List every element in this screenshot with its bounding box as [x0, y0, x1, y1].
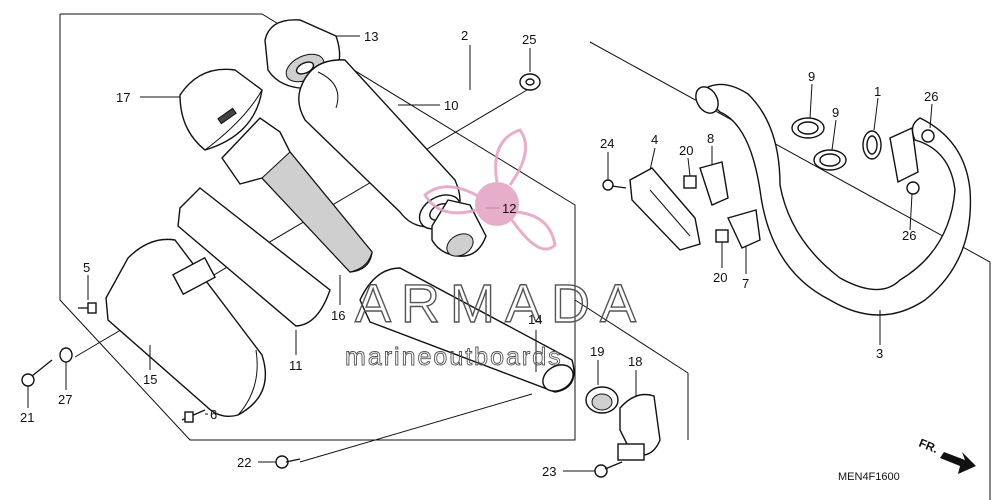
bolt-6: [181, 409, 206, 423]
heat-shield-part: [629, 167, 701, 251]
part-label-12: 12: [502, 201, 516, 216]
perforated-pipe-part: [221, 117, 373, 273]
part-label-6: 6: [210, 407, 217, 422]
part-label-17: 17: [116, 90, 130, 105]
part-label-19: 19: [590, 344, 604, 359]
leader-lines: [27, 35, 933, 472]
joint-pipe-part: [359, 267, 575, 393]
outer-shell-part: [105, 238, 267, 418]
part-label-11: 11: [289, 358, 303, 373]
front-arrow-icon: [940, 452, 976, 474]
part-label-20a: 20: [679, 143, 693, 158]
gasket-part: [585, 386, 619, 414]
bolt-24: [602, 179, 627, 191]
part-label-13: 13: [364, 29, 378, 44]
part-label-18: 18: [628, 354, 642, 369]
part-label-25: 25: [522, 32, 536, 47]
gasket-1: [862, 130, 882, 160]
part-label-23: 23: [542, 464, 556, 479]
part-label-26b: 26: [902, 228, 916, 243]
logo-center: [475, 182, 519, 226]
part-labels: 17 13 2 10 12 25 5 15 11 16 6 27 21 22 1…: [20, 28, 938, 479]
part-label-27: 27: [58, 392, 72, 407]
watermark-title: ARMADA: [355, 274, 646, 334]
part-label-24: 24: [600, 136, 614, 151]
logo-blade-right: [510, 210, 557, 251]
clamp-part: [617, 393, 661, 461]
part-label-14: 14: [528, 312, 542, 327]
part-label-8: 8: [707, 131, 714, 146]
part-label-3: 3: [876, 346, 883, 361]
part-label-9a: 9: [808, 69, 815, 84]
bracket-7: [727, 209, 761, 249]
end-cap-part: [179, 68, 263, 151]
bolt-22: [275, 455, 301, 469]
part-label-4: 4: [651, 132, 658, 147]
part-label-20b: 20: [713, 270, 727, 285]
clamp-9a: [791, 117, 825, 139]
part-label-7: 7: [742, 276, 749, 291]
part-label-2: 2: [461, 28, 468, 43]
exhaust-pipe-part: [695, 83, 972, 316]
muffler-assembly-outline: [59, 13, 689, 441]
washer-27: [59, 347, 73, 363]
watermark-subtitle: marineoutboards: [345, 343, 563, 371]
washer-25: [519, 73, 541, 91]
diagram-code: MEN4F1600: [838, 471, 900, 483]
part-label-16: 16: [331, 308, 345, 323]
part-label-15: 15: [143, 372, 157, 387]
watermark-logo: [423, 128, 557, 251]
packing-part: [177, 187, 331, 327]
part-label-5: 5: [83, 260, 90, 275]
clamp-9b: [813, 149, 847, 171]
nut-26b: [906, 181, 920, 195]
leader-22-line: [299, 393, 533, 463]
bolt-23: [594, 461, 623, 478]
bracket-8: [699, 161, 729, 206]
bolt-5: [78, 302, 97, 314]
flange-part: [889, 126, 919, 184]
front-direction-label: FR.: [917, 436, 940, 456]
part-label-21: 21: [20, 410, 34, 425]
part-label-26a: 26: [924, 89, 938, 104]
nut-26a: [921, 129, 935, 143]
logo-blade-left: [423, 185, 479, 215]
part-label-9b: 9: [832, 105, 839, 120]
exhaust-pipe-assembly-outline: [589, 41, 991, 500]
front-direction-marker: FR.: [917, 436, 976, 474]
part-label-22: 22: [237, 455, 251, 470]
bolt-21: [21, 359, 53, 387]
part-label-1: 1: [874, 84, 881, 99]
logo-blade-top: [494, 128, 528, 186]
nut-20a: [683, 175, 697, 189]
nut-20b: [715, 229, 729, 243]
part-label-10: 10: [444, 98, 458, 113]
